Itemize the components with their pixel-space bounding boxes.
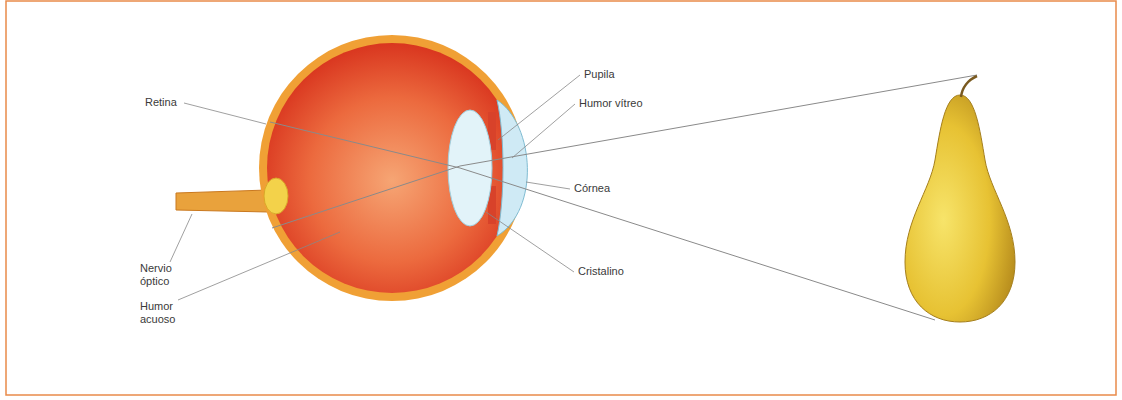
leader-line [184,103,266,124]
part-label: Humor acuoso [140,300,188,326]
leader-line [486,212,574,272]
part-label: Cristalino [578,265,658,278]
leader-line [512,104,575,158]
optic-disc [264,178,288,214]
frame [6,1,1116,395]
light-ray [270,122,935,320]
leader-line [170,214,192,262]
leader-line [178,232,340,300]
sclera [259,35,525,301]
eyeball-interior [267,43,517,293]
pear [905,95,1015,322]
light-ray [272,75,977,228]
part-label: Retina [145,96,205,109]
leader-line [526,182,570,189]
part-label: Humor vítreo [579,97,669,110]
optic-nerve [176,190,268,212]
part-label: Pupila [584,68,654,81]
part-label: Nervio óptico [140,262,188,288]
part-label: Córnea [574,182,644,195]
pear-stem [961,76,977,97]
leader-line [498,75,580,140]
